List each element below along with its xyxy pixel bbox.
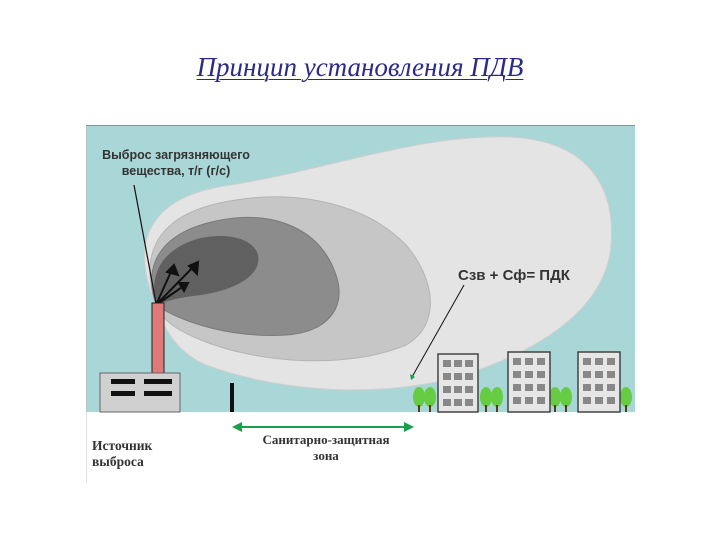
formula-label: Сзв + Сф= ПДК <box>458 267 571 284</box>
building-2 <box>508 352 550 412</box>
building-1 <box>438 354 478 412</box>
page-title: Принцип установления ПДВ <box>0 52 720 83</box>
ground <box>86 412 635 482</box>
building-3 <box>578 352 620 412</box>
zone-marker-post <box>230 383 234 412</box>
chimney <box>152 303 164 373</box>
